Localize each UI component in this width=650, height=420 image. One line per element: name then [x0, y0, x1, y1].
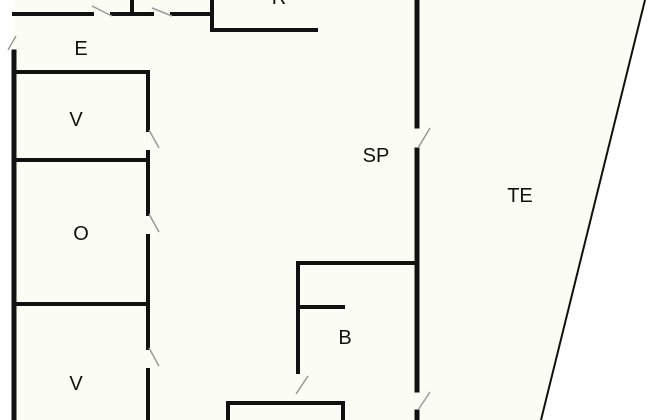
room-label-b: B	[338, 327, 351, 349]
door-marker-o	[148, 213, 160, 233]
room-label-o: O	[73, 223, 89, 245]
terrace-outline	[540, 0, 646, 420]
room-label-te: TE	[507, 185, 533, 207]
door-marker-v-bottom	[148, 347, 160, 367]
room-label-v-bottom: V	[69, 373, 83, 395]
interior-main-fill	[14, 0, 417, 420]
terrace-fill	[417, 0, 645, 420]
door-marker-entrance	[7, 35, 17, 51]
door-marker-v-top	[148, 129, 160, 149]
door-marker-b	[295, 375, 309, 395]
interior-fills	[14, 0, 645, 420]
room-label-sp: SP	[363, 145, 390, 167]
door-marker-terrace-bottom	[417, 391, 431, 411]
door-marker-top-2	[151, 7, 173, 17]
door-marker-hall	[417, 127, 431, 149]
room-label-r: R	[272, 0, 286, 9]
room-label-v-top: V	[69, 109, 83, 131]
walls	[11, 0, 420, 420]
room-labels: R E V O V SP TE B	[69, 0, 532, 395]
terrace-diagonal-edge	[540, 0, 646, 420]
door-marker-top-1	[91, 5, 113, 17]
door-markers	[7, 5, 431, 411]
room-label-e: E	[74, 38, 87, 60]
